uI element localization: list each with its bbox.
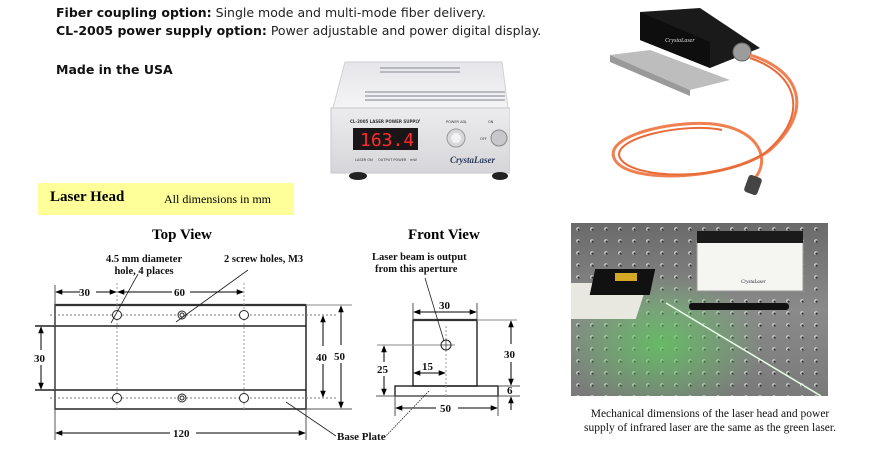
front-body-outline bbox=[412, 319, 478, 387]
screw-hole bbox=[177, 393, 187, 403]
front-view-title: Front View bbox=[408, 227, 480, 243]
laser-head-title: Laser Head bbox=[50, 189, 125, 205]
head-brand-logo: CrystaLaser bbox=[665, 38, 695, 44]
ps-output-label: OUTPUT POWER bbox=[378, 158, 407, 162]
feature-text: Single mode and multi-mode fiber deliver… bbox=[211, 5, 486, 20]
caption-line-1: Mechanical dimensions of the laser head … bbox=[590, 408, 830, 420]
ps-brand-logo: CrystaLaser bbox=[450, 155, 495, 165]
feature-text: Power adjustable and power digital displ… bbox=[266, 23, 542, 38]
top-view-drawing: 30 60 30 40 50 120 Base Plate 30 bbox=[34, 269, 520, 443]
optical-bench-photo: CrystaLaser bbox=[571, 223, 828, 396]
photo-caption: Mechanical dimensions of the laser head … bbox=[560, 407, 860, 435]
fiber-connector-icon bbox=[732, 42, 752, 62]
ps-off-label: OFF bbox=[480, 137, 487, 141]
ps-display-value: 163.4 bbox=[360, 130, 414, 151]
bench-laser-head bbox=[589, 269, 656, 295]
front-dim-aperture-offset: 15 bbox=[422, 361, 434, 373]
base-plate-label: Base Plate bbox=[337, 431, 386, 443]
fiber-end-connector-icon bbox=[744, 174, 762, 196]
ps-panel-title: CL-2005 LASER POWER SUPPLY bbox=[350, 119, 420, 124]
top-view-title: Top View bbox=[152, 227, 212, 243]
dim-length: 120 bbox=[173, 428, 190, 440]
ps-knob-label: POWER ADJ. bbox=[446, 120, 467, 124]
key-switch-icon bbox=[490, 129, 508, 147]
caption-line-2: supply of infrared laser are the same as… bbox=[584, 422, 836, 434]
dim-left-offset: 30 bbox=[79, 287, 91, 299]
ps-led-label: LASER ON bbox=[355, 158, 373, 162]
hole-note-line-2: hole, 4 places bbox=[114, 266, 174, 277]
front-dim-aperture-height: 25 bbox=[377, 364, 389, 376]
pen bbox=[689, 303, 789, 310]
aperture-note-line-2: from this aperture bbox=[375, 264, 458, 275]
dimensions-unit-note: All dimensions in mm bbox=[164, 192, 272, 206]
aperture-note: Laser beam is output from this aperture bbox=[372, 252, 467, 276]
feature-power-supply: CL-2005 power supply option: Power adjus… bbox=[56, 23, 541, 38]
mounting-hole bbox=[239, 310, 249, 320]
base-plate-outline bbox=[54, 304, 307, 410]
feature-label: CL-2005 power supply option: bbox=[56, 23, 267, 38]
bench-brand-logo: CrystaLaser bbox=[741, 280, 766, 285]
aperture-note-line-1: Laser beam is output bbox=[372, 252, 467, 263]
front-dim-base-thickness: 6 bbox=[507, 385, 513, 397]
front-dim-body-height: 30 bbox=[504, 349, 516, 361]
feature-fiber-coupling: Fiber coupling option: Single mode and m… bbox=[56, 5, 486, 20]
dim-hole-span: 40 bbox=[316, 352, 328, 364]
laser-head-banner: Laser Head All dimensions in mm bbox=[38, 183, 294, 215]
mounting-hole bbox=[239, 393, 249, 403]
dim-hole-spacing: 60 bbox=[174, 287, 186, 299]
hole-note-line-1: 4.5 mm diameter bbox=[106, 254, 183, 265]
front-view-drawing: 30 30 6 25 15 50 bbox=[376, 277, 520, 439]
power-supply-image: CL-2005 LASER POWER SUPPLY 163.4 LASER O… bbox=[330, 61, 510, 180]
mounting-hole bbox=[112, 310, 122, 320]
front-dim-base-width: 50 bbox=[440, 403, 452, 415]
dim-base-width: 50 bbox=[334, 351, 346, 363]
ps-on-label: ON bbox=[488, 120, 494, 124]
fiber-laser-head-image: CrystaLaser bbox=[610, 8, 799, 196]
feature-label: Fiber coupling option: bbox=[56, 5, 212, 20]
mounting-hole bbox=[112, 393, 122, 403]
hole-note: 4.5 mm diameter hole, 4 places bbox=[106, 254, 182, 278]
screw-note: 2 screw holes, M3 bbox=[224, 254, 304, 265]
made-in-usa: Made in the USA bbox=[56, 62, 173, 77]
ps-unit-label: mW bbox=[410, 158, 417, 162]
dim-body-width: 30 bbox=[34, 353, 46, 365]
front-dim-body-width: 30 bbox=[439, 300, 451, 312]
